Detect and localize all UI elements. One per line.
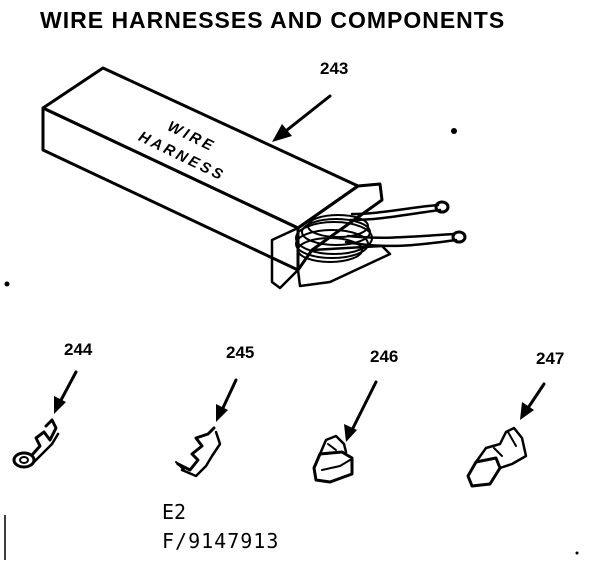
callout-244: 244 [64,340,93,359]
arrow-247 [520,382,546,420]
spade-terminal-245 [175,426,222,478]
arrow-246 [344,380,378,442]
insulated-connector-247 [466,426,528,488]
stray-dot [451,128,457,134]
callout-245: 245 [226,343,254,362]
arrow-244 [54,370,78,414]
arrow-245 [216,378,238,422]
wire-harness-box: WIRE HARNESS [41,66,467,290]
diagram-title: WIRE HARNESSES AND COMPONENTS [40,7,505,33]
stray-dot [4,281,10,287]
footer-part-number: F/9147913 [162,529,279,553]
arrow-243 [272,94,332,142]
ring-terminal-244 [12,418,60,469]
callout-243: 243 [320,59,348,78]
callout-247: 247 [536,349,564,368]
stray-dot [575,551,579,555]
wire-leads [344,200,467,248]
female-connector-246 [312,434,354,484]
footer-code-e2: E2 [162,500,186,524]
callout-246: 246 [370,347,398,366]
